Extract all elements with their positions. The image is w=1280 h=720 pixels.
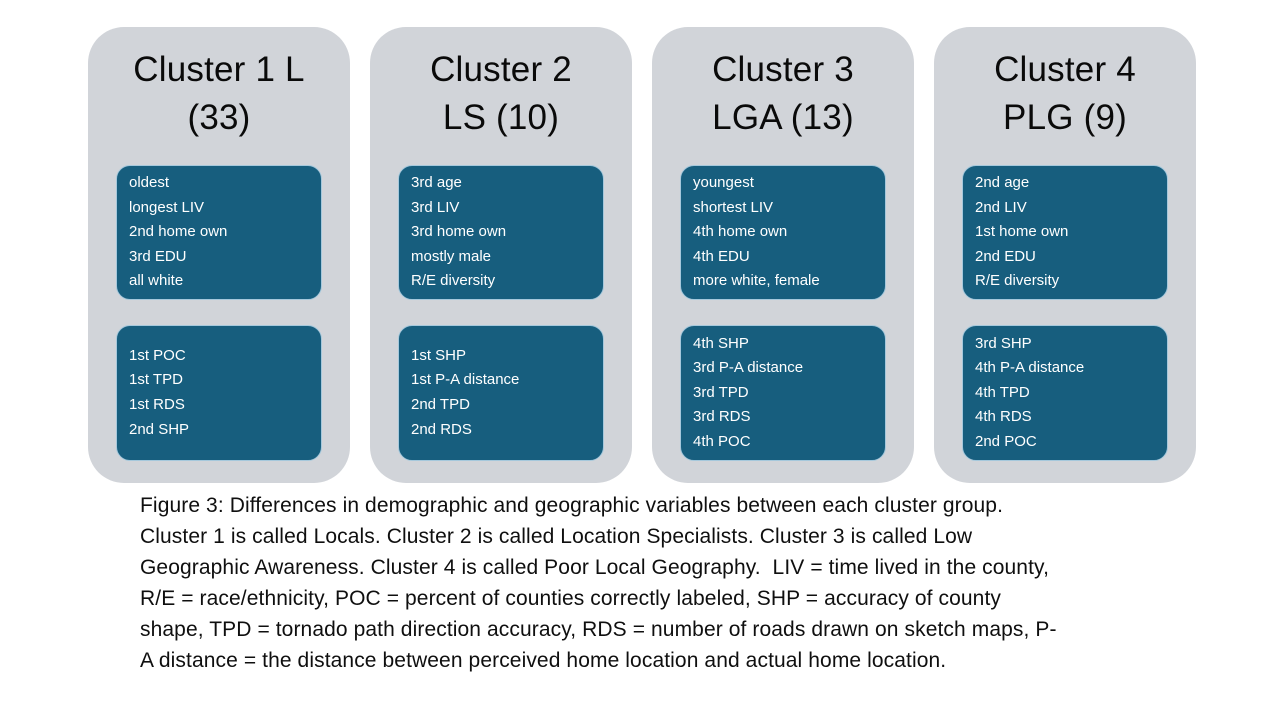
cluster-1-title-line2: (33) xyxy=(187,98,251,137)
cluster-1-demographics-box: oldest longest LIV 2nd home own 3rd EDU … xyxy=(116,165,322,300)
demographic-item: oldest xyxy=(129,174,170,192)
geography-item: 4th RDS xyxy=(975,408,1032,426)
cluster-4-title: Cluster 4 PLG (9) xyxy=(934,46,1196,142)
geography-item: 1st RDS xyxy=(129,396,185,413)
demographic-item: 3rd LIV xyxy=(411,198,460,216)
cluster-4-title-line2: PLG (9) xyxy=(1003,98,1127,137)
demographic-item: longest LIV xyxy=(129,198,205,216)
demographic-item: youngest xyxy=(693,174,754,192)
geography-item: 3rd TPD xyxy=(693,383,749,401)
cluster-1-geography-box: 1st POC 1st TPD 1st RDS 2nd SHP xyxy=(116,325,322,461)
caption-line: A distance = the distance between percei… xyxy=(140,649,947,672)
cluster-2-title-line1: Cluster 2 xyxy=(430,50,572,89)
demographic-item: 4th EDU xyxy=(693,247,750,265)
demographic-item: 2nd LIV xyxy=(975,198,1027,216)
geography-item: 4th P-A distance xyxy=(975,359,1085,377)
cluster-panel-3: Cluster 3 LGA (13) youngest shortest LIV… xyxy=(652,27,914,483)
geography-item: 3rd P-A distance xyxy=(693,359,804,377)
demographic-item: R/E diversity xyxy=(975,272,1060,290)
demographic-item: 2nd EDU xyxy=(975,247,1036,265)
cluster-2-title-line2: LS (10) xyxy=(442,98,560,137)
cluster-4-geography-box: 3rd SHP 4th P-A distance 4th TPD 4th RDS… xyxy=(962,325,1168,461)
figure-caption: Figure 3: Differences in demographic and… xyxy=(140,490,1160,676)
caption-line: shape, TPD = tornado path direction accu… xyxy=(140,618,1057,641)
cluster-2-geography-box: 1st SHP 1st P-A distance 2nd TPD 2nd RDS xyxy=(398,325,604,461)
caption-line: Cluster 1 is called Locals. Cluster 2 is… xyxy=(140,525,973,548)
demographic-item: mostly male xyxy=(411,247,492,265)
demographic-item: 2nd age xyxy=(975,174,1030,192)
demographic-item: 3rd EDU xyxy=(129,247,187,265)
geography-item: 4th TPD xyxy=(975,383,1030,401)
demographic-item: shortest LIV xyxy=(693,198,774,216)
cluster-1-title-line1: Cluster 1 L xyxy=(133,50,305,89)
geography-item: 2nd RDS xyxy=(411,420,472,438)
geography-item: 2nd TPD xyxy=(411,396,470,413)
geography-item: 3rd SHP xyxy=(975,334,1032,352)
demographic-item: 1st home own xyxy=(975,223,1069,241)
caption-line: Geographic Awareness. Cluster 4 is calle… xyxy=(140,556,1049,579)
geography-item: 1st POC xyxy=(129,346,186,364)
geography-item: 2nd POC xyxy=(975,432,1037,450)
cluster-panels-row: Cluster 1 L (33) oldest longest LIV 2nd … xyxy=(88,27,1196,483)
geography-item: 3rd RDS xyxy=(693,408,751,426)
demographic-item: 4th home own xyxy=(693,223,788,241)
cluster-4-demographics-box: 2nd age 2nd LIV 1st home own 2nd EDU R/E… xyxy=(962,165,1168,300)
demographic-item: 3rd home own xyxy=(411,223,507,241)
cluster-1-title: Cluster 1 L (33) xyxy=(88,46,350,142)
geography-item: 4th POC xyxy=(693,432,751,450)
demographic-item: all white xyxy=(129,272,184,290)
demographic-item: 2nd home own xyxy=(129,223,228,241)
cluster-4-title-line1: Cluster 4 xyxy=(994,50,1136,89)
caption-line: R/E = race/ethnicity, POC = percent of c… xyxy=(140,587,1001,610)
demographic-item: 3rd age xyxy=(411,174,462,192)
geography-item: 4th SHP xyxy=(693,334,749,352)
cluster-3-title: Cluster 3 LGA (13) xyxy=(652,46,914,142)
cluster-2-demographics-box: 3rd age 3rd LIV 3rd home own mostly male… xyxy=(398,165,604,300)
demographic-item: more white, female xyxy=(693,272,820,290)
cluster-panel-2: Cluster 2 LS (10) 3rd age 3rd LIV 3rd ho… xyxy=(370,27,632,483)
caption-line: Figure 3: Differences in demographic and… xyxy=(140,494,1004,517)
geography-item: 1st SHP xyxy=(411,346,467,364)
cluster-panel-1: Cluster 1 L (33) oldest longest LIV 2nd … xyxy=(88,27,350,483)
cluster-3-title-line2: LGA (13) xyxy=(712,98,854,137)
cluster-3-demographics-box: youngest shortest LIV 4th home own 4th E… xyxy=(680,165,886,300)
geography-item: 1st P-A distance xyxy=(411,371,520,389)
cluster-panel-4: Cluster 4 PLG (9) 2nd age 2nd LIV 1st ho… xyxy=(934,27,1196,483)
geography-item: 1st TPD xyxy=(129,371,183,389)
geography-item: 2nd SHP xyxy=(129,420,190,438)
cluster-2-title: Cluster 2 LS (10) xyxy=(370,46,632,142)
cluster-3-title-line1: Cluster 3 xyxy=(712,50,854,89)
cluster-3-geography-box: 4th SHP 3rd P-A distance 3rd TPD 3rd RDS… xyxy=(680,325,886,461)
demographic-item: R/E diversity xyxy=(411,272,496,290)
